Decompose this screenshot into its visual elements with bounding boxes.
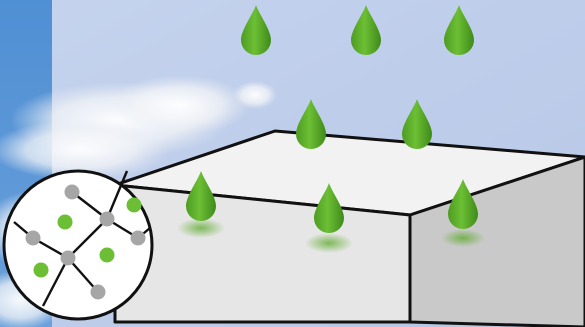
cloud <box>233 81 277 109</box>
network-node-green <box>34 263 49 278</box>
network-diagram-icon <box>4 171 152 319</box>
absorption-glow <box>305 233 353 253</box>
network-node-gray <box>131 231 146 246</box>
network-node-gray <box>100 212 115 227</box>
absorption-glow <box>441 229 485 247</box>
network-node-gray <box>65 185 80 200</box>
network-node-green <box>127 198 142 213</box>
network-node-green <box>58 215 73 230</box>
network-node-gray <box>26 231 41 246</box>
network-node-gray <box>61 251 76 266</box>
network-node-gray <box>91 285 106 300</box>
network-node-green <box>100 248 115 263</box>
